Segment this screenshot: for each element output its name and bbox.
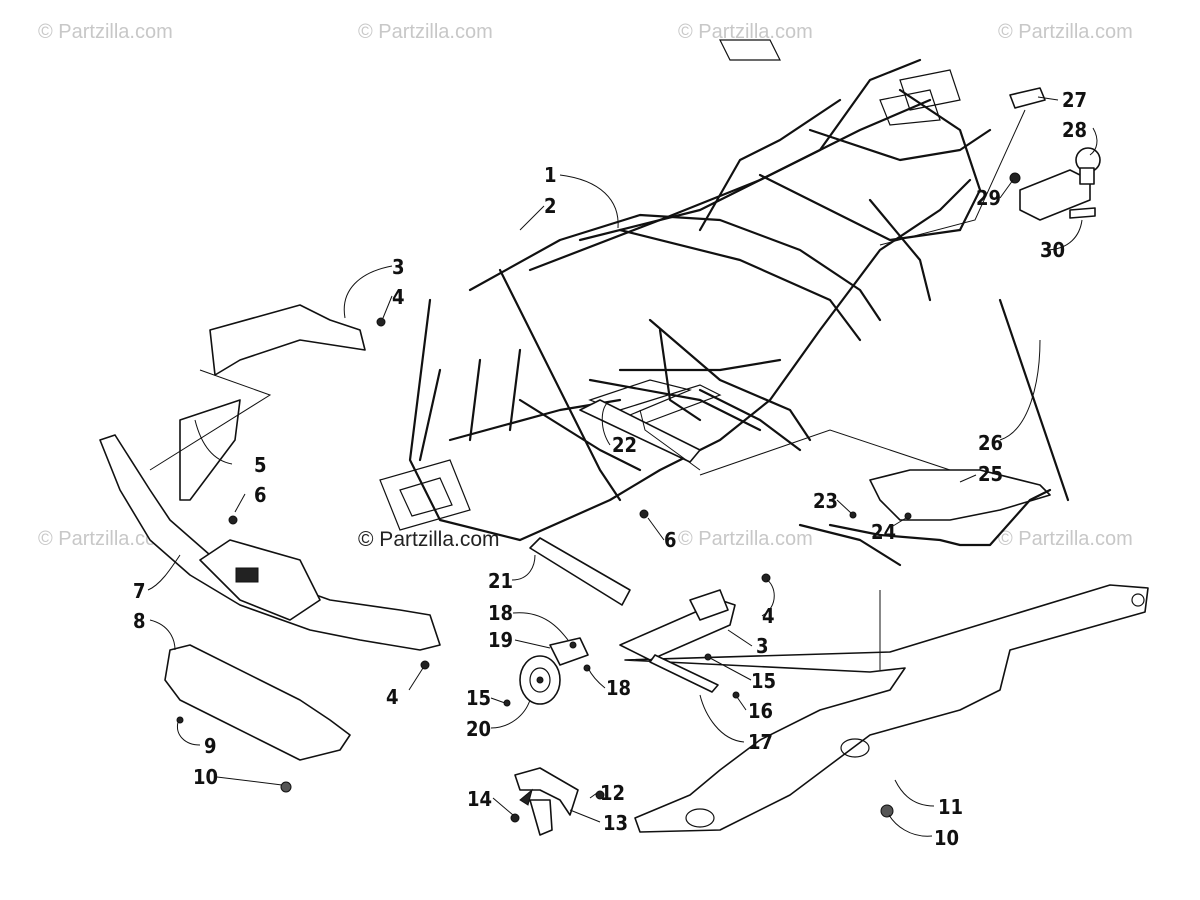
callout-13: 13 bbox=[603, 811, 628, 835]
skid-plate bbox=[624, 584, 1149, 833]
callout-4: 4 bbox=[392, 285, 405, 309]
callout-14: 14 bbox=[467, 787, 492, 811]
callout-3: 3 bbox=[392, 255, 405, 279]
leader-lines bbox=[147, 96, 1098, 837]
watermark: © Partzilla.com bbox=[38, 528, 173, 550]
callout-24: 24 bbox=[871, 520, 896, 544]
callout-5: 5 bbox=[254, 453, 267, 477]
callout-8: 8 bbox=[133, 609, 146, 633]
lower-bracket bbox=[514, 767, 579, 816]
hitch-assembly bbox=[1009, 87, 1101, 221]
callout-15b: 15 bbox=[751, 669, 776, 693]
rod bbox=[998, 298, 1070, 502]
callout-6b: 6 bbox=[664, 528, 677, 552]
front-skid-guard bbox=[164, 644, 351, 761]
callout-20: 20 bbox=[466, 717, 491, 741]
watermark-center: © Partzilla.com bbox=[358, 528, 500, 551]
footrest bbox=[869, 469, 1051, 521]
callout-6: 6 bbox=[254, 483, 267, 507]
callout-10: 10 bbox=[193, 765, 218, 789]
callout-10b: 10 bbox=[934, 826, 959, 850]
callout-11: 11 bbox=[938, 795, 963, 819]
watermark: © Partzilla.com bbox=[358, 21, 493, 43]
callout-7: 7 bbox=[133, 579, 146, 603]
callout-18: 18 bbox=[488, 601, 513, 625]
callout-30: 30 bbox=[1040, 238, 1065, 262]
callout-12: 12 bbox=[600, 781, 625, 805]
callout-4c: 4 bbox=[386, 685, 399, 709]
main-frame bbox=[379, 39, 992, 542]
callout-18b: 18 bbox=[606, 676, 631, 700]
watermark: © Partzilla.com bbox=[38, 21, 173, 43]
callout-25: 25 bbox=[978, 462, 1003, 486]
strut bbox=[649, 654, 719, 693]
callout-29: 29 bbox=[976, 186, 1001, 210]
watermark: © Partzilla.com bbox=[678, 21, 813, 43]
callout-19: 19 bbox=[488, 628, 513, 652]
watermark: © Partzilla.com bbox=[998, 528, 1133, 550]
callout-17: 17 bbox=[748, 730, 773, 754]
foam-pad bbox=[529, 537, 631, 606]
fasteners bbox=[176, 317, 912, 823]
callout-3b: 3 bbox=[756, 634, 769, 658]
callout-28: 28 bbox=[1062, 118, 1087, 142]
horn-assembly bbox=[519, 637, 589, 705]
callout-23: 23 bbox=[813, 489, 838, 513]
callout-21: 21 bbox=[488, 569, 513, 593]
callout-2: 2 bbox=[544, 194, 557, 218]
watermark: © Partzilla.com bbox=[998, 21, 1133, 43]
callout-1: 1 bbox=[544, 163, 557, 187]
callout-labels: 1 2 3 4 5 6 7 8 9 10 27 28 29 30 22 26 2… bbox=[133, 88, 1087, 850]
watermark-layer: © Partzilla.com © Partzilla.com © Partzi… bbox=[38, 21, 1133, 551]
watermark: © Partzilla.com bbox=[678, 528, 813, 550]
side-bracket bbox=[209, 304, 366, 376]
callout-22: 22 bbox=[612, 433, 637, 457]
callout-26: 26 bbox=[978, 431, 1003, 455]
callout-16: 16 bbox=[748, 699, 773, 723]
callout-15: 15 bbox=[466, 686, 491, 710]
callout-9: 9 bbox=[204, 734, 217, 758]
callout-27: 27 bbox=[1062, 88, 1087, 112]
foam-pad bbox=[579, 399, 701, 463]
callout-4b: 4 bbox=[762, 604, 775, 628]
